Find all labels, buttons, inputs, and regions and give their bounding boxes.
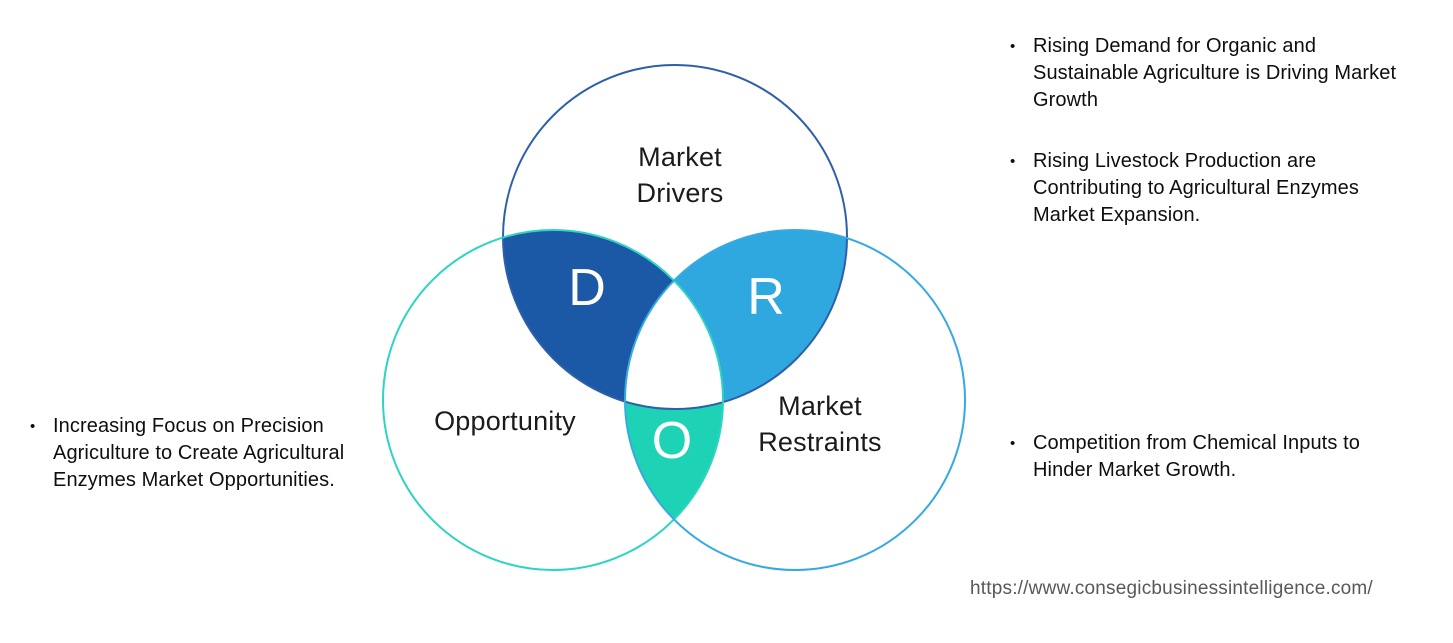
- drivers-label: Market Drivers: [636, 142, 724, 208]
- restraints-circle-outline: [624, 229, 966, 571]
- opportunity-circle-outline: [382, 229, 724, 571]
- restraints-letter: R: [747, 268, 785, 326]
- note-text-driver-2: Rising Livestock Production are Contribu…: [1033, 150, 1359, 226]
- list-item: • Rising Livestock Production are Contri…: [1010, 148, 1418, 229]
- note-text-opportunity: Increasing Focus on Precision Agricultur…: [53, 415, 345, 491]
- opportunity-letter: O: [651, 412, 693, 470]
- drivers-letter: D: [568, 259, 606, 317]
- note-text-driver-1: Rising Demand for Organic and Sustainabl…: [1033, 35, 1397, 111]
- bullet-icon: •: [1010, 38, 1016, 55]
- source-url-link[interactable]: https://www.consegicbusinessintelligence…: [970, 578, 1373, 599]
- note-text-restraint: Competition from Chemical Inputs to Hind…: [1033, 432, 1360, 481]
- bullet-icon: •: [1010, 435, 1016, 452]
- opportunity-label: Opportunity: [434, 406, 576, 436]
- bullet-icon: •: [30, 418, 36, 435]
- restraints-label: Market Restraints: [758, 391, 882, 457]
- list-item: • Increasing Focus on Precision Agricult…: [30, 413, 363, 494]
- list-item: • Rising Demand for Organic and Sustaina…: [1010, 33, 1418, 114]
- bullet-icon: •: [1010, 153, 1016, 170]
- list-item: • Competition from Chemical Inputs to Hi…: [1010, 430, 1418, 484]
